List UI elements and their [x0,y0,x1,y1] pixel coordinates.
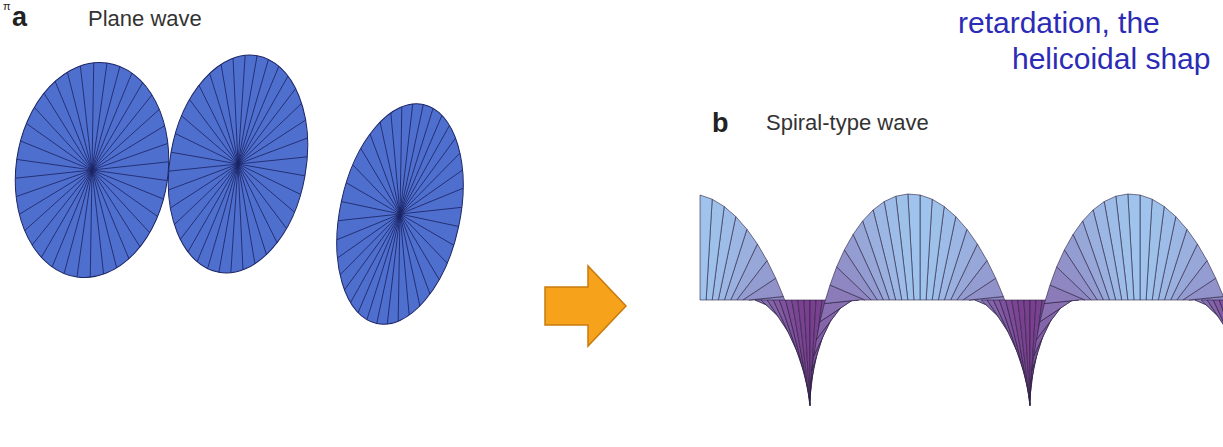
radial-line [238,164,305,176]
radial-line [400,214,459,226]
radial-line [79,63,107,170]
radial-line [171,152,238,164]
radial-line [400,159,463,225]
radial-line [80,170,140,259]
transform-arrow [545,266,626,346]
helicoid-strip [920,195,932,300]
radial-line [380,214,430,315]
radial-line [367,212,400,322]
radial-line [172,134,241,164]
wavefront-disc [318,92,482,336]
radial-line [16,160,92,206]
radial-line [400,119,450,220]
helicoid-strip [1140,195,1152,300]
panel-letter: b [712,108,729,139]
radial-line [340,204,400,284]
radial-line [78,170,118,274]
radial-line [337,203,400,269]
corner-mark: π [3,0,11,12]
slide-text: helicoidal shap [1012,42,1210,76]
radial-line [390,104,423,214]
radial-line [170,154,238,218]
helicoid-strip [700,195,712,300]
radial-line [92,88,152,177]
helicoid-strip [1219,300,1223,390]
radial-line [54,72,105,170]
disc-face [318,92,482,336]
radial-line [169,152,238,182]
radial-line [238,127,307,175]
radial-line [17,159,92,170]
radial-line [32,163,92,252]
radial-line [238,62,279,168]
wavefront-disc [2,52,183,287]
spiral-wave-helicoid [700,194,1223,406]
helicoid-strip [1018,300,1030,406]
radial-line [396,214,458,245]
radial-line [92,170,167,181]
radial-line [226,55,256,164]
panel-letter: a [12,2,27,33]
radial-line [169,153,238,201]
radial-line [15,160,92,189]
radial-line [92,151,169,180]
wavefront-disc [152,44,324,284]
panel-title: Plane wave [88,6,202,32]
radial-line [235,164,304,194]
disc-face [2,52,183,287]
radial-line [219,164,249,273]
radial-line [342,183,404,214]
radial-line [400,195,462,226]
helicoid-strip [1050,267,1091,300]
radial-line [238,110,306,174]
radial-line [92,117,165,180]
radial-line [44,81,104,170]
radial-line [341,202,400,214]
radial-line [92,133,168,179]
radial-line [350,208,400,309]
helicoid-strip [804,300,810,406]
radial-line [238,94,302,173]
radial-line [400,144,460,224]
radial-line [377,214,410,324]
radial-line [19,161,92,224]
radial-line [197,160,238,266]
plane-wave-discs [2,44,482,336]
helicoid-strip [1024,300,1030,406]
radial-line [238,145,307,175]
radial-line [371,113,421,214]
radial-line [174,155,238,234]
radial-line [337,202,400,251]
radial-line [400,177,463,226]
radial-line [77,170,105,277]
helicoid-strip [830,267,871,300]
slide-text: retardation, the [958,6,1160,40]
radial-line [66,66,106,170]
radial-line [79,170,130,268]
radial-line [82,170,149,247]
radial-line [34,93,101,170]
radial-line [400,106,433,216]
helicoid-strip [1213,300,1223,379]
radial-line [338,202,400,233]
helicoid-strip [798,300,810,406]
disc-face [152,44,324,284]
panel-title: Spiral-type wave [766,110,929,136]
